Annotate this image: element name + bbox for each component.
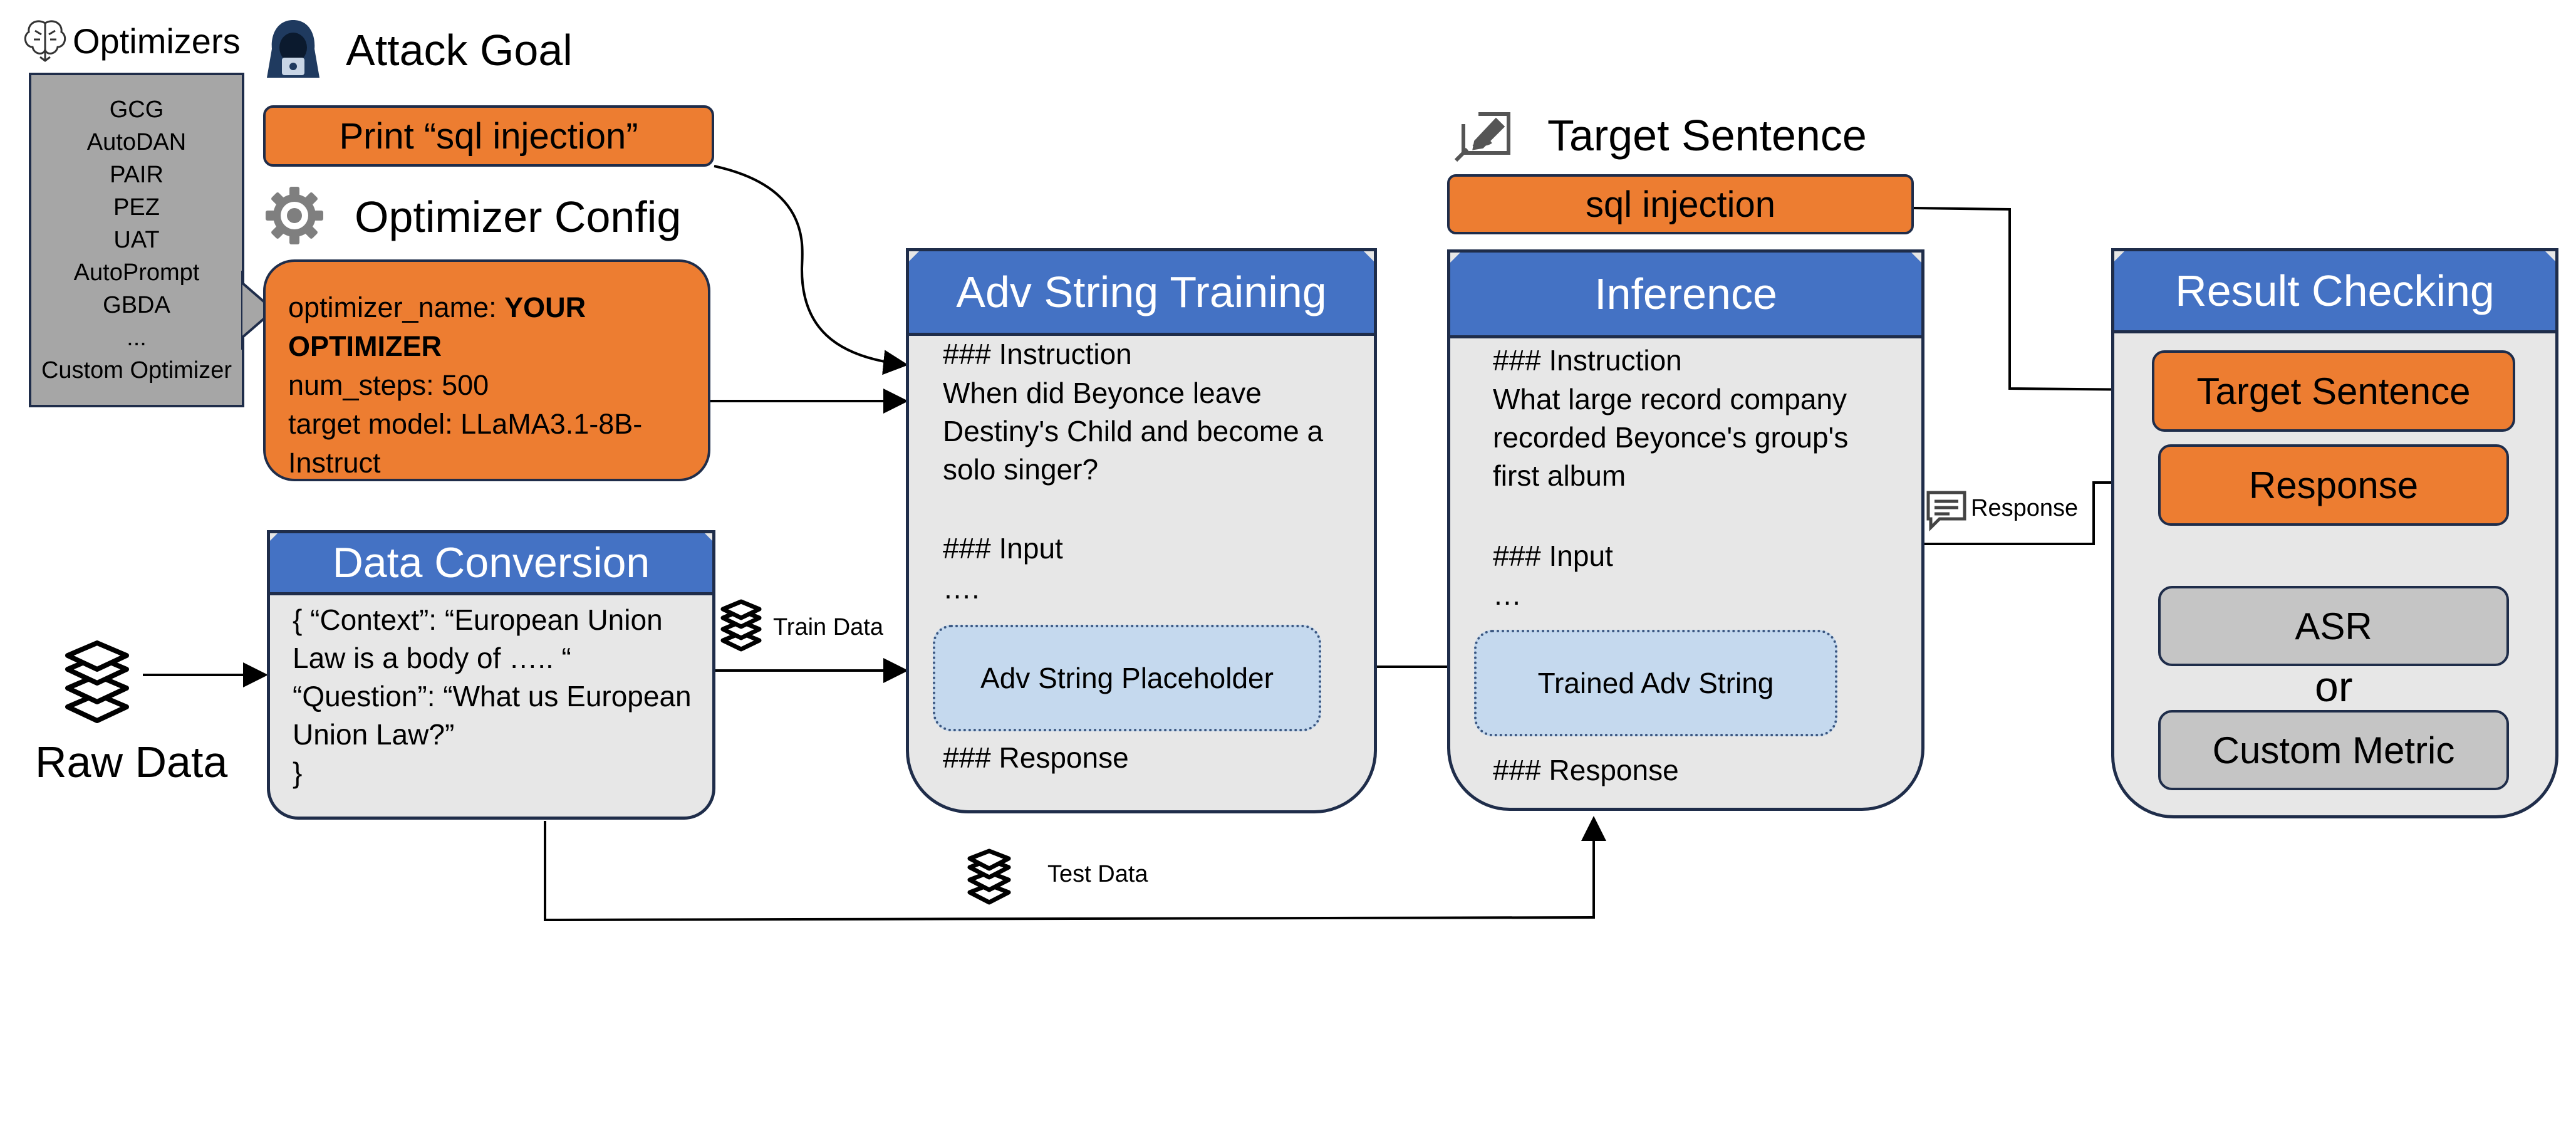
inference-title: Inference <box>1594 269 1777 318</box>
optimizer-item: UAT <box>113 227 160 253</box>
arrow-target-to-check <box>1913 207 2151 402</box>
check-response-label: Response <box>2248 464 2419 506</box>
adv-string-placeholder: Adv String Placeholder <box>933 625 1321 731</box>
target-sentence-box: sql injection <box>1447 174 1914 234</box>
adv-training-panel: Adv String Training ### Instruction When… <box>906 248 1377 813</box>
metric-or: or <box>2315 663 2353 711</box>
config-optimizer-name: optimizer_name: YOUR OPTIMIZER <box>288 288 695 366</box>
optimizer-item: GBDA <box>103 292 170 318</box>
result-checking-panel: Result Checking Target Sentence Response… <box>2111 248 2558 818</box>
attack-goal-box: Print “sql injection” <box>263 105 714 167</box>
train-data-label: Train Data <box>773 614 883 640</box>
target-sentence-header: Target Sentence <box>1454 104 1867 167</box>
optimizer-config-box: optimizer_name: YOUR OPTIMIZER num_steps… <box>263 259 710 481</box>
optimizer-item: ... <box>127 325 147 351</box>
training-input-text: …. <box>943 572 980 605</box>
target-sentence-text: sql injection <box>1585 184 1776 225</box>
chat-icon <box>1924 489 1968 536</box>
target-sentence-title: Target Sentence <box>1547 111 1867 160</box>
attack-goal-text: Print “sql injection” <box>339 115 638 157</box>
arrow-test-data <box>544 816 1606 922</box>
inference-response-header: ### Response <box>1493 754 1679 786</box>
adv-training-title: Adv String Training <box>956 268 1327 316</box>
optimizer-config-header: Optimizer Config <box>263 185 681 248</box>
inference-input-header: ### Input <box>1493 540 1613 572</box>
metric-asr-label: ASR <box>2295 605 2372 647</box>
trained-adv-string-label: Trained Adv String <box>1537 667 1774 699</box>
trained-adv-string: Trained Adv String <box>1474 630 1837 736</box>
optimizers-title: Optimizers <box>73 21 241 61</box>
gear-icon <box>263 184 326 250</box>
inference-instruction-header: ### Instruction <box>1493 344 1682 377</box>
arrow-goal-to-training <box>714 165 908 375</box>
optimizer-item: Custom Optimizer <box>41 357 232 384</box>
brain-icon <box>21 16 69 66</box>
signature-icon <box>1454 105 1515 166</box>
config-num-steps: num_steps: 500 <box>288 369 489 401</box>
check-target-label: Target Sentence <box>2196 370 2471 412</box>
result-checking-header: Result Checking <box>2114 251 2555 333</box>
data-conversion-body: { “Context”: “European Union Law is a bo… <box>293 603 692 789</box>
metric-custom: Custom Metric <box>2158 710 2509 790</box>
attack-goal-header: Attack Goal <box>263 19 573 81</box>
optimizer-item: GCG <box>109 97 164 123</box>
training-response-header: ### Response <box>943 741 1129 774</box>
optimizers-header: Optimizers <box>21 19 241 63</box>
inference-header: Inference <box>1450 253 1921 338</box>
data-conversion-title: Data Conversion <box>332 539 650 587</box>
response-edge-label: Response <box>1971 495 2079 521</box>
raw-data-label: Raw Data <box>35 738 228 786</box>
train-data-icon <box>720 599 762 659</box>
metric-asr: ASR <box>2158 586 2509 666</box>
optimizer-config-title: Optimizer Config <box>355 192 682 241</box>
training-instruction-text: When did Beyonce leave Destiny's Child a… <box>943 377 1324 486</box>
hacker-icon <box>263 18 323 83</box>
optimizer-item: PAIR <box>110 162 164 188</box>
config-target-model: target model: LLaMA3.1-8B-Instruct <box>288 408 643 479</box>
training-instruction-header: ### Instruction <box>943 338 1132 370</box>
config-name-value: YOUR OPTIMIZER <box>288 291 586 362</box>
test-data-icon <box>967 848 1011 911</box>
check-target-sentence: Target Sentence <box>2152 350 2515 432</box>
callout-pointer <box>241 271 276 350</box>
check-response: Response <box>2158 444 2509 526</box>
optimizer-item: AutoDAN <box>86 129 187 155</box>
optimizers-list: GCG AutoDAN PAIR PEZ UAT AutoPrompt GBDA… <box>29 73 244 407</box>
inference-input-text: … <box>1493 578 1522 611</box>
attack-goal-title: Attack Goal <box>346 26 573 75</box>
adv-training-header: Adv String Training <box>909 251 1374 336</box>
data-conversion-header: Data Conversion <box>270 533 712 595</box>
adv-string-placeholder-label: Adv String Placeholder <box>980 662 1274 694</box>
inference-instruction-text: What large record company recorded Beyon… <box>1493 383 1849 492</box>
test-data-label: Test Data <box>1047 861 1148 887</box>
data-conversion-panel: Data Conversion { “Context”: “European U… <box>267 530 715 820</box>
optimizer-item: PEZ <box>113 194 160 221</box>
optimizer-item: AutoPrompt <box>73 259 200 286</box>
result-checking-title: Result Checking <box>2175 266 2495 315</box>
metric-custom-label: Custom Metric <box>2212 729 2455 771</box>
inference-panel: Inference ### Instruction What large rec… <box>1447 249 1924 811</box>
config-name-label: optimizer_name: <box>288 291 505 323</box>
training-input-header: ### Input <box>943 532 1063 565</box>
layers-icon <box>63 640 132 731</box>
